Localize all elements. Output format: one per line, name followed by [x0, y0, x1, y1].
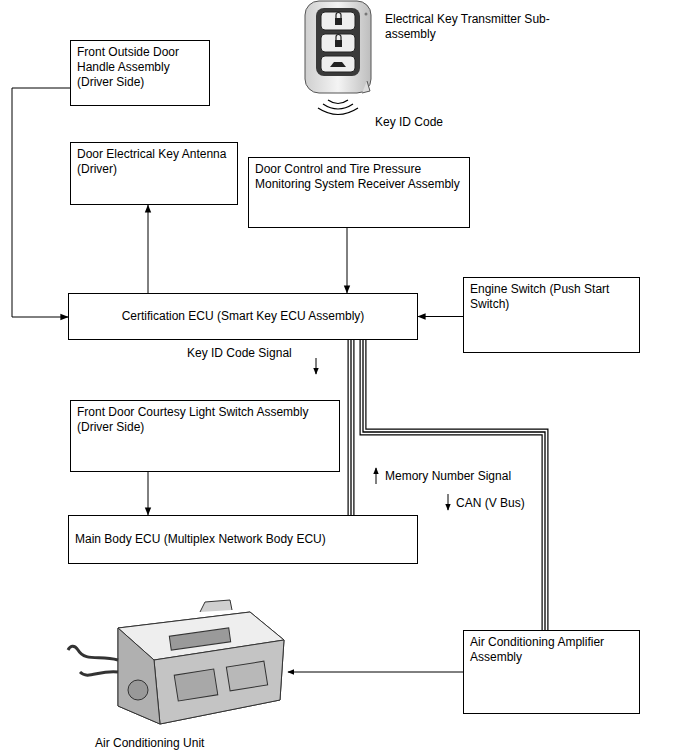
signal-connector: [347, 228, 348, 293]
box-label: Front Outside Door Handle Assembly (Driv…: [77, 45, 203, 90]
can-bus-line: [363, 340, 545, 630]
box-label: Front Door Courtesy Light Switch Assembl…: [77, 405, 333, 435]
part-name: Electrical Key Transmitter Sub-assembly: [384, 12, 561, 42]
signal-name: Key ID Code: [374, 115, 444, 130]
signal-arrow: [316, 358, 317, 374]
box-label: Certification ECU (Smart Key ECU Assembl…: [122, 309, 365, 324]
signal-name: Key ID Code Signal: [186, 346, 293, 361]
ecu-box: Main Body ECU (Multiplex Network Body EC…: [68, 515, 418, 564]
ecu-box: Certification ECU (Smart Key ECU Assembl…: [68, 293, 418, 340]
signal-arrow: [448, 494, 449, 510]
signal-connector: [148, 205, 149, 293]
box-label: Door Electrical Key Antenna (Driver): [77, 147, 231, 177]
signal-connector: [148, 472, 149, 515]
signal-connector: [418, 316, 463, 317]
switch-box: Engine Switch (Push Start Switch): [463, 277, 640, 353]
courtesy-switch-box: Front Door Courtesy Light Switch Assembl…: [70, 400, 340, 472]
box-label: Main Body ECU (Multiplex Network Body EC…: [75, 532, 326, 547]
signal-name: Memory Number Signal: [384, 469, 512, 484]
amplifier-box: Air Conditioning Amplifier Assembly: [463, 630, 640, 714]
key-fob-illustration: [305, 1, 371, 93]
antenna-box: Door Electrical Key Antenna (Driver): [70, 142, 238, 205]
box-label: Air Conditioning Amplifier Assembly: [470, 635, 633, 665]
air-conditioning-unit-illustration: [68, 600, 284, 724]
receiver-box: Door Control and Tire Pressure Monitorin…: [248, 157, 470, 228]
box-label: Door Control and Tire Pressure Monitorin…: [255, 162, 463, 192]
door-handle-box: Front Outside Door Handle Assembly (Driv…: [70, 40, 210, 106]
signal-name: CAN (V Bus): [455, 496, 526, 511]
signal-arrow: [376, 468, 377, 484]
control-arrow: [288, 672, 463, 673]
signal-connector: [12, 88, 70, 317]
can-bus-line: [351, 340, 352, 515]
radio-waves: [318, 100, 358, 115]
part-name: Air Conditioning Unit: [94, 736, 205, 751]
box-label: Engine Switch (Push Start Switch): [470, 282, 633, 312]
